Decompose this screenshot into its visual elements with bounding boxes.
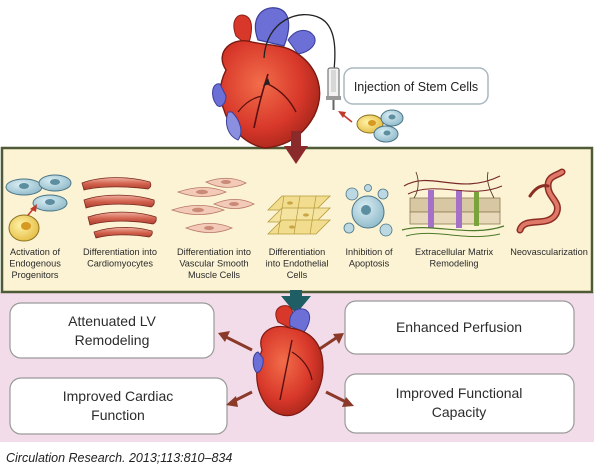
outcome-bottom-right-line-2: Capacity [432, 404, 486, 420]
mechanism-label-line: Inhibition of [346, 247, 393, 257]
center-heart-illustration [252, 305, 324, 417]
icon-endogenous-progenitors [5, 174, 72, 242]
icon-smooth-muscle-cells [170, 177, 255, 233]
outcome-top-left-line-2: Remodeling [75, 332, 150, 348]
mechanism-label-line: Progenitors [12, 270, 59, 280]
outcome-bottom-left-line-2: Function [91, 407, 145, 423]
top-heart-illustration [212, 7, 341, 149]
icon-endothelial-cells [267, 195, 331, 235]
injection-label-box [343, 67, 489, 105]
mechanism-label-line: Vascular Smooth [179, 259, 248, 269]
mechanism-label-line: Cardiomyocytes [87, 259, 153, 269]
mechanism-label-line: Differentiation [269, 247, 326, 257]
down-arrow-red [284, 131, 308, 164]
icon-apoptosis-inhibition [343, 184, 393, 237]
icon-neovascularization [516, 168, 566, 234]
mechanism-label-line: Activation of [10, 247, 60, 257]
mechanism-label-line: Extracellular Matrix [415, 247, 494, 257]
mechanism-label-line: Endogenous [9, 259, 61, 269]
mechanism-label-line: Muscle Cells [188, 270, 240, 280]
caption-area [0, 442, 594, 469]
stem-cells-cluster [338, 109, 404, 143]
outcome-top-right: Enhanced Perfusion [344, 300, 575, 355]
icon-matrix-remodeling [401, 171, 505, 238]
outcome-arrows [218, 331, 354, 407]
injection-label: Injection of Stem Cells [354, 80, 478, 94]
mechanism-label-line: Neovascularization [510, 247, 588, 257]
mechanism-label-7: Neovascularization [510, 247, 588, 257]
mechanism-label-line: Cells [287, 270, 308, 280]
icon-cardiomyocytes [81, 177, 157, 239]
mechanism-label-line: Apoptosis [349, 259, 390, 269]
outcome-bottom-left: Improved Cardiac Function [9, 377, 228, 435]
mechanism-label-5: Inhibition of Apoptosis [346, 247, 393, 269]
outcome-top-left-line-1: Attenuated LV [68, 313, 156, 329]
down-arrow-teal [281, 290, 311, 314]
outcome-bottom-right: Improved Functional Capacity [344, 373, 575, 434]
outcome-bottom-right-line-1: Improved Functional [396, 385, 523, 401]
outcome-top-left: Attenuated LV Remodeling [9, 302, 215, 359]
mechanism-label-line: Remodeling [429, 259, 478, 269]
outcome-bottom-left-line-1: Improved Cardiac [63, 388, 174, 404]
citation-caption: Circulation Research. 2013;113:810–834 [6, 451, 232, 465]
mechanism-label-line: Differentiation into [83, 247, 157, 257]
mechanism-label-line: Differentiation into [177, 247, 251, 257]
outcome-top-right-line-1: Enhanced Perfusion [396, 319, 522, 335]
mechanism-label-line: into Endothelial [266, 259, 329, 269]
